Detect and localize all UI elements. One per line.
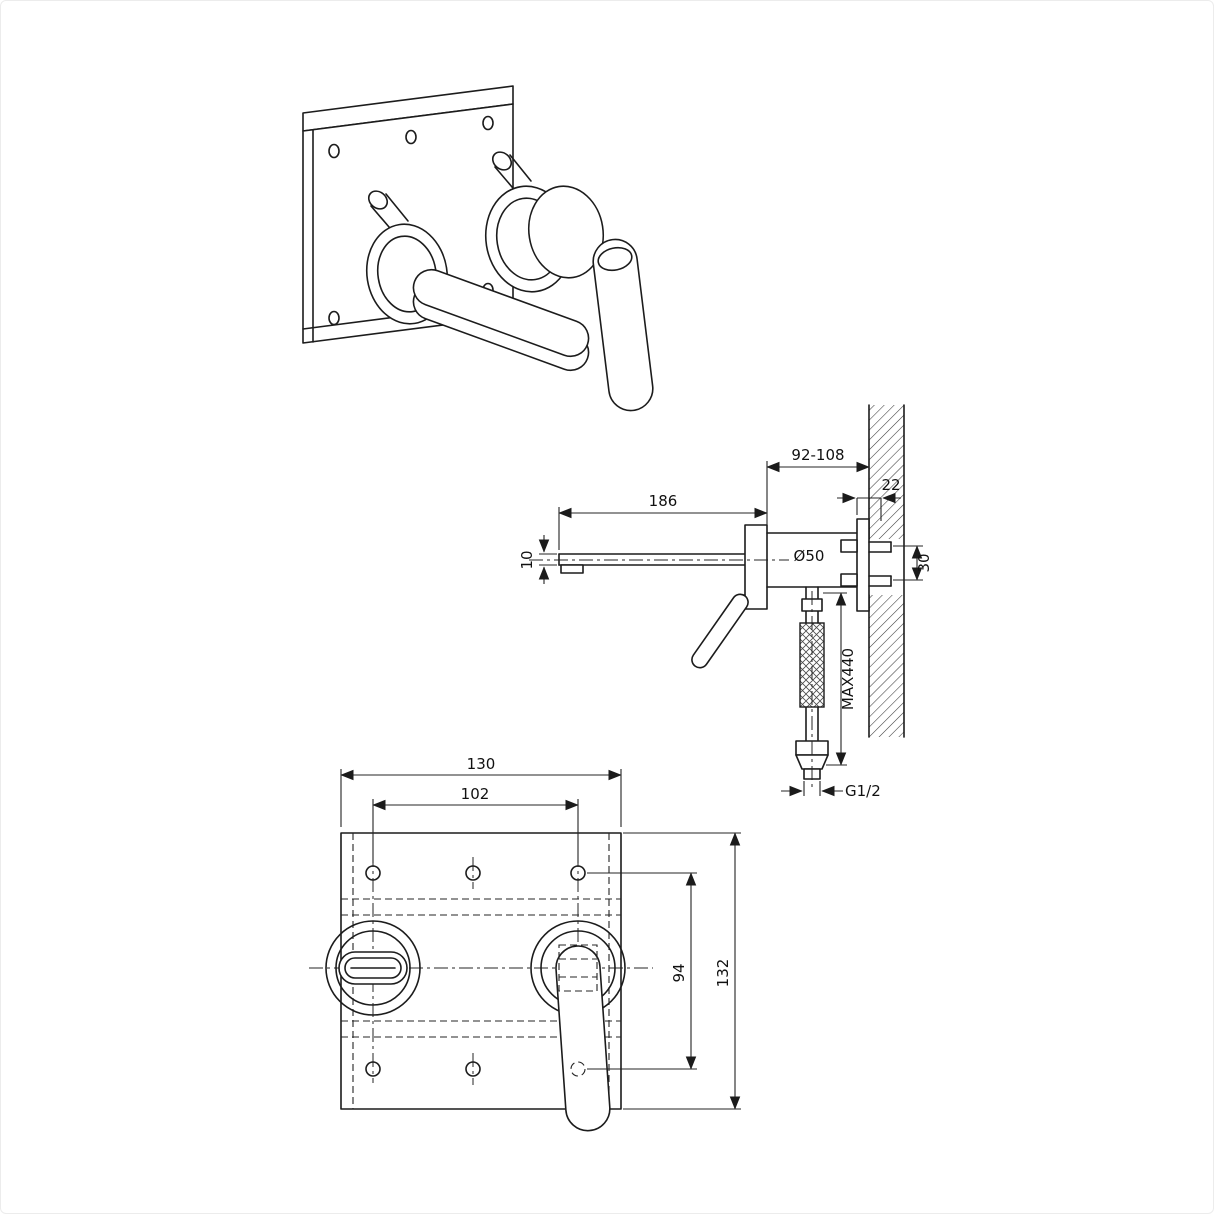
- hidden-fixing-hole: [570, 1061, 586, 1077]
- dim-label-hole-spacing-vertical: 94: [670, 963, 688, 982]
- wall-section: [868, 404, 905, 738]
- dim-label-plate-height: 132: [714, 959, 732, 988]
- screw-hole: [328, 310, 340, 326]
- valve-escutcheon-front: [530, 920, 626, 1132]
- spout: [412, 268, 590, 372]
- lever-handle: [592, 238, 654, 412]
- perspective-view: [302, 85, 654, 412]
- dim-label-screw-spacing: 30: [915, 553, 933, 572]
- valve-body: [527, 185, 605, 279]
- fixing-lug: [840, 539, 858, 553]
- fixing-hole: [365, 1061, 381, 1077]
- hidden-cartridge: [558, 944, 598, 992]
- wall-bracket: [840, 518, 892, 612]
- dim-label-depth-range: 92-108: [791, 446, 844, 464]
- dim-label-bracket-offset: 22: [881, 476, 900, 494]
- fixing-lug: [840, 573, 858, 587]
- spout-escutcheon-front: [325, 920, 421, 1016]
- dim-label-thread-size: G1/2: [845, 782, 881, 800]
- wall-hatch: [869, 595, 904, 737]
- screw-hole: [482, 115, 494, 131]
- dim-label-spout-length: 186: [649, 492, 678, 510]
- dim-label-spout-thickness: 10: [518, 550, 536, 569]
- concealed-body: [766, 532, 858, 588]
- fixing-hole: [570, 865, 586, 881]
- fixing-hole: [365, 865, 381, 881]
- spout-side: [558, 553, 746, 574]
- dim-label-hole-spacing-horizontal: 102: [461, 785, 490, 803]
- dim-label-plate-width: 130: [467, 755, 496, 773]
- dim-label-body-diameter: Ø50: [794, 547, 825, 565]
- escutcheon-side: [744, 524, 768, 610]
- dim-label-hose-length: MAX440: [839, 648, 857, 710]
- side-section-view: 92-108 22 186 Ø50 10 30 MAX440 G1/2: [518, 404, 933, 800]
- side-dimensions: [538, 461, 923, 797]
- screw-hole: [405, 129, 417, 145]
- fixing-hole: [465, 1061, 481, 1077]
- fixing-hole: [465, 865, 481, 881]
- handle-side: [691, 593, 749, 669]
- wall-hatch: [869, 405, 904, 539]
- front-dimensions: [340, 769, 741, 1110]
- screw-hole: [328, 143, 340, 159]
- aerator: [560, 564, 584, 574]
- handle-front: [555, 945, 611, 1132]
- front-view: 130 102 94 132: [309, 755, 741, 1132]
